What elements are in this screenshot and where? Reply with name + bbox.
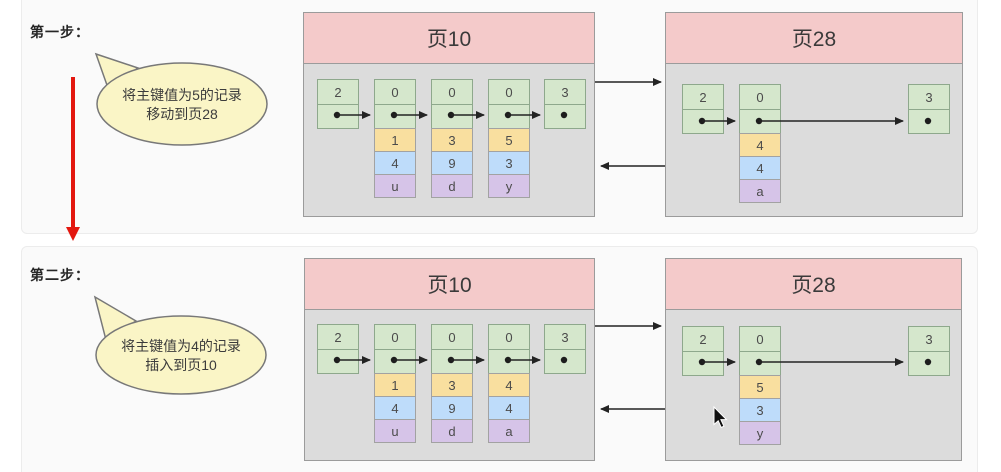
record-number-cell: 0 — [739, 326, 781, 352]
step2-bubble-text: 将主键值为4的记录 插入到页10 — [91, 337, 271, 375]
record-pointer-cell — [908, 351, 950, 376]
step2-label: 第二步： — [30, 267, 90, 283]
bubble-line: 将主键值为4的记录 — [121, 338, 241, 354]
record-number-cell: 0 — [488, 324, 530, 350]
record-field-cell: 3 — [431, 373, 473, 397]
record-field-cell: d — [431, 174, 473, 198]
step1-label: 第一步： — [30, 24, 90, 40]
record-field-cell: a — [488, 419, 530, 443]
record-number-cell: 0 — [739, 84, 781, 110]
record-field-cell: a — [739, 179, 781, 203]
record-field-cell: d — [431, 419, 473, 443]
record-field-cell: 4 — [739, 156, 781, 180]
record-number-cell: 0 — [488, 79, 530, 105]
record-column: 2 — [682, 84, 724, 134]
record-pointer-cell — [488, 349, 530, 374]
record-number-cell: 2 — [682, 84, 724, 110]
record-field-cell: 9 — [431, 151, 473, 175]
record-number-cell: 3 — [908, 326, 950, 352]
record-field-cell: 4 — [374, 151, 416, 175]
record-pointer-cell — [374, 349, 416, 374]
record-number-cell: 0 — [374, 79, 416, 105]
record-number-cell: 3 — [908, 84, 950, 110]
record-field-cell: 5 — [739, 375, 781, 399]
record-pointer-cell — [317, 349, 359, 374]
record-column: 2 — [682, 326, 724, 376]
record-column: 3 — [908, 326, 950, 376]
record-number-cell: 3 — [544, 79, 586, 105]
record-pointer-cell — [739, 351, 781, 376]
record-pointer-cell — [374, 104, 416, 129]
bubble-line: 将主键值为5的记录 — [122, 87, 242, 103]
record-pointer-cell — [682, 109, 724, 134]
record-field-cell: 1 — [374, 128, 416, 152]
record-field-cell: 3 — [431, 128, 473, 152]
record-field-cell: 4 — [739, 133, 781, 157]
record-pointer-cell — [682, 351, 724, 376]
record-field-cell: 4 — [488, 396, 530, 420]
record-field-cell: 3 — [739, 398, 781, 422]
record-field-cell: 9 — [431, 396, 473, 420]
page-header: 页10 — [304, 13, 594, 64]
record-column: 3 — [908, 84, 950, 134]
record-pointer-cell — [431, 104, 473, 129]
record-pointer-cell — [739, 109, 781, 134]
record-field-cell: 1 — [374, 373, 416, 397]
record-pointer-cell — [544, 104, 586, 129]
record-number-cell: 3 — [544, 324, 586, 350]
page-title: 页10 — [426, 28, 472, 51]
record-column: 3 — [544, 324, 586, 374]
record-field-cell: 4 — [374, 396, 416, 420]
record-pointer-cell — [488, 104, 530, 129]
page-title: 页10 — [427, 274, 472, 297]
record-pointer-cell — [431, 349, 473, 374]
record-number-cell: 0 — [431, 324, 473, 350]
record-column: 3 — [544, 79, 586, 129]
bubble-line: 插入到页10 — [145, 357, 217, 373]
record-field-cell: 3 — [488, 151, 530, 175]
record-field-cell: y — [739, 421, 781, 445]
record-field-cell: y — [488, 174, 530, 198]
step1-bubble-text: 将主键值为5的记录 移动到页28 — [92, 86, 272, 124]
record-pointer-cell — [908, 109, 950, 134]
page-title: 页28 — [791, 274, 836, 297]
page-header: 页28 — [666, 259, 961, 310]
page-header: 页28 — [666, 13, 962, 64]
record-field-cell: u — [374, 419, 416, 443]
bubble-line: 移动到页28 — [146, 106, 218, 122]
record-number-cell: 0 — [374, 324, 416, 350]
record-number-cell: 2 — [682, 326, 724, 352]
record-number-cell: 2 — [317, 324, 359, 350]
record-pointer-cell — [317, 104, 359, 129]
page-title: 页28 — [791, 28, 837, 51]
record-field-cell: 4 — [488, 373, 530, 397]
record-field-cell: u — [374, 174, 416, 198]
record-number-cell: 0 — [431, 79, 473, 105]
record-column: 2 — [317, 79, 359, 129]
page-header: 页10 — [305, 259, 594, 310]
record-number-cell: 2 — [317, 79, 359, 105]
record-field-cell: 5 — [488, 128, 530, 152]
record-pointer-cell — [544, 349, 586, 374]
record-column: 2 — [317, 324, 359, 374]
